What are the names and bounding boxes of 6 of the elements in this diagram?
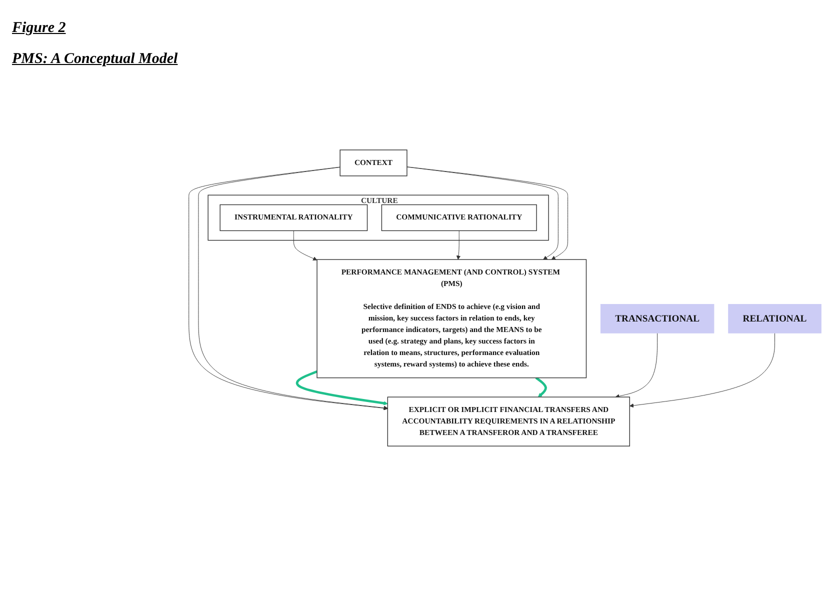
node-box: RELATIONAL: [728, 304, 822, 334]
arrow: [296, 370, 388, 406]
figure-title: PMS: A Conceptual Model: [12, 51, 179, 68]
figure-number: Figure 2: [12, 20, 67, 37]
node-box: TRANSACTIONAL: [600, 304, 714, 334]
arrow: [535, 376, 547, 398]
